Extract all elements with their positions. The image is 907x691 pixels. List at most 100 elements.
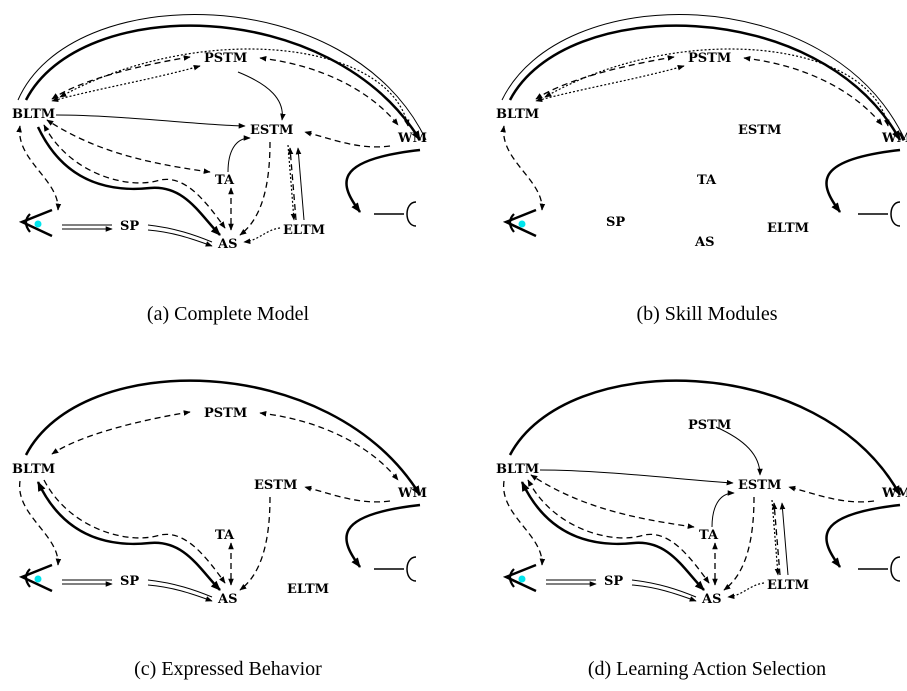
- link-bltm-estm: [55, 114, 246, 129]
- node-pstm: PSTM: [688, 51, 731, 66]
- caption-b: (b) Skill Modules: [636, 303, 777, 325]
- arc-outer-thin: [17, 14, 427, 141]
- panel-skill-modules: PSTM BLTM ESTM WM TA SP AS ELTM (b) Skil…: [496, 14, 907, 325]
- link-pstm-wm: [743, 55, 883, 126]
- node-as: AS: [701, 592, 721, 607]
- node-bltm: BLTM: [12, 462, 55, 477]
- node-as: AS: [694, 235, 714, 250]
- node-wm: WM: [397, 486, 427, 501]
- link-pstm-bltm-dashed: [535, 55, 675, 100]
- ear-icon: [858, 201, 901, 227]
- link-estm-as: [723, 496, 755, 591]
- node-as: AS: [217, 592, 237, 607]
- node-estm: ESTM: [738, 123, 781, 138]
- eye-icon: [18, 563, 53, 593]
- eye-icon: [18, 208, 53, 238]
- link-estm-as: [239, 496, 271, 591]
- eye-icon: [502, 208, 537, 238]
- node-sp: SP: [606, 215, 625, 230]
- node-sp: SP: [604, 574, 623, 589]
- node-pstm: PSTM: [204, 51, 247, 66]
- caption-c: (c) Expressed Behavior: [134, 658, 322, 680]
- node-eltm: ELTM: [283, 223, 325, 238]
- link-pstm-estm: [715, 426, 763, 476]
- eye-icon: [502, 563, 537, 593]
- node-eltm: ELTM: [767, 221, 809, 236]
- link-wm-estm: [788, 485, 875, 503]
- node-bltm: BLTM: [496, 107, 539, 122]
- link-estm-as: [239, 141, 271, 236]
- link-wm-output: [825, 148, 901, 213]
- link-bltm-estm: [539, 469, 734, 486]
- link-bltm-as-thick: [520, 481, 705, 591]
- node-sp: SP: [120, 219, 139, 234]
- panel-learning-action-selection: PSTM BLTM ESTM WM TA SP AS ELTM (d) Lear…: [496, 379, 907, 680]
- arc-bltm-wm-thick: [508, 379, 902, 496]
- link-pstm-wm: [259, 55, 399, 126]
- link-eltm-estm-solid: [295, 147, 305, 221]
- link-bltm-as-thick: [36, 126, 221, 236]
- link-wm-estm: [304, 485, 391, 503]
- link-ta-estm: [227, 135, 251, 173]
- node-wm: WM: [881, 131, 907, 146]
- node-ta: TA: [215, 173, 235, 188]
- ear-icon: [858, 556, 901, 582]
- link-wm-output: [825, 503, 901, 568]
- link-estm-eltm-dotted: [287, 144, 297, 221]
- link-bltm-eye: [503, 480, 546, 566]
- link-bltm-eye: [500, 125, 546, 211]
- link-sp-as: [147, 229, 213, 247]
- link-pstm-bltm-dashed: [51, 55, 191, 100]
- caption-a: (a) Complete Model: [147, 303, 310, 325]
- node-eltm: ELTM: [767, 578, 809, 593]
- link-eltm-estm-solid: [779, 502, 789, 576]
- link-sp-as: [147, 584, 213, 602]
- link-pstm-bltm-dotted: [51, 65, 201, 103]
- link-pstm-estm: [237, 71, 286, 121]
- link-eltm-as: [727, 582, 765, 599]
- node-bltm: BLTM: [496, 462, 539, 477]
- arc-bltm-wm-thick: [24, 379, 422, 496]
- link-bltm-as-dashed: [43, 124, 226, 229]
- link-eltm-as: [243, 227, 281, 244]
- link-sp-as: [631, 584, 697, 602]
- link-wm-estm: [304, 130, 391, 148]
- node-ta: TA: [699, 528, 719, 543]
- node-wm: WM: [881, 486, 907, 501]
- node-estm: ESTM: [738, 478, 781, 493]
- ear-icon: [374, 556, 417, 582]
- node-wm: WM: [397, 131, 427, 146]
- link-eltm-estm-dashed: [287, 147, 297, 221]
- node-sp: SP: [120, 574, 139, 589]
- node-ta: TA: [215, 528, 235, 543]
- link-bltm-as-thick: [36, 481, 221, 591]
- link-wm-output: [345, 503, 421, 568]
- link-bltm-eye: [19, 480, 62, 566]
- ear-icon: [374, 201, 417, 227]
- arc-bltm-wm-thick: [508, 24, 902, 141]
- node-ta: TA: [697, 173, 717, 188]
- link-wm-output: [345, 148, 421, 213]
- link-eltm-estm-dashed: [771, 502, 781, 576]
- node-pstm: PSTM: [688, 418, 731, 433]
- node-pstm: PSTM: [204, 406, 247, 421]
- node-estm: ESTM: [250, 123, 293, 138]
- link-pstm-bltm-dotted: [535, 65, 685, 103]
- panel-expressed-behavior: PSTM BLTM ESTM WM TA SP AS ELTM (c) Expr…: [12, 379, 427, 680]
- link-estm-eltm-dotted: [771, 499, 781, 576]
- link-bltm-ta: [530, 474, 695, 529]
- node-as: AS: [217, 237, 237, 252]
- caption-d: (d) Learning Action Selection: [588, 658, 826, 680]
- panel-complete-model: PSTM BLTM ESTM WM TA SP AS ELTM (a) Comp…: [12, 14, 427, 325]
- link-ta-estm: [711, 490, 735, 528]
- node-estm: ESTM: [254, 478, 297, 493]
- link-bltm-eye: [16, 125, 62, 211]
- node-bltm: BLTM: [12, 107, 55, 122]
- arc-bltm-wm-thick: [24, 24, 422, 141]
- link-bltm-as-dashed: [527, 479, 710, 584]
- link-pstm-bltm-dashed: [51, 410, 191, 455]
- link-pstm-wm: [259, 410, 399, 481]
- node-eltm: ELTM: [287, 582, 329, 597]
- link-bltm-ta: [46, 119, 211, 174]
